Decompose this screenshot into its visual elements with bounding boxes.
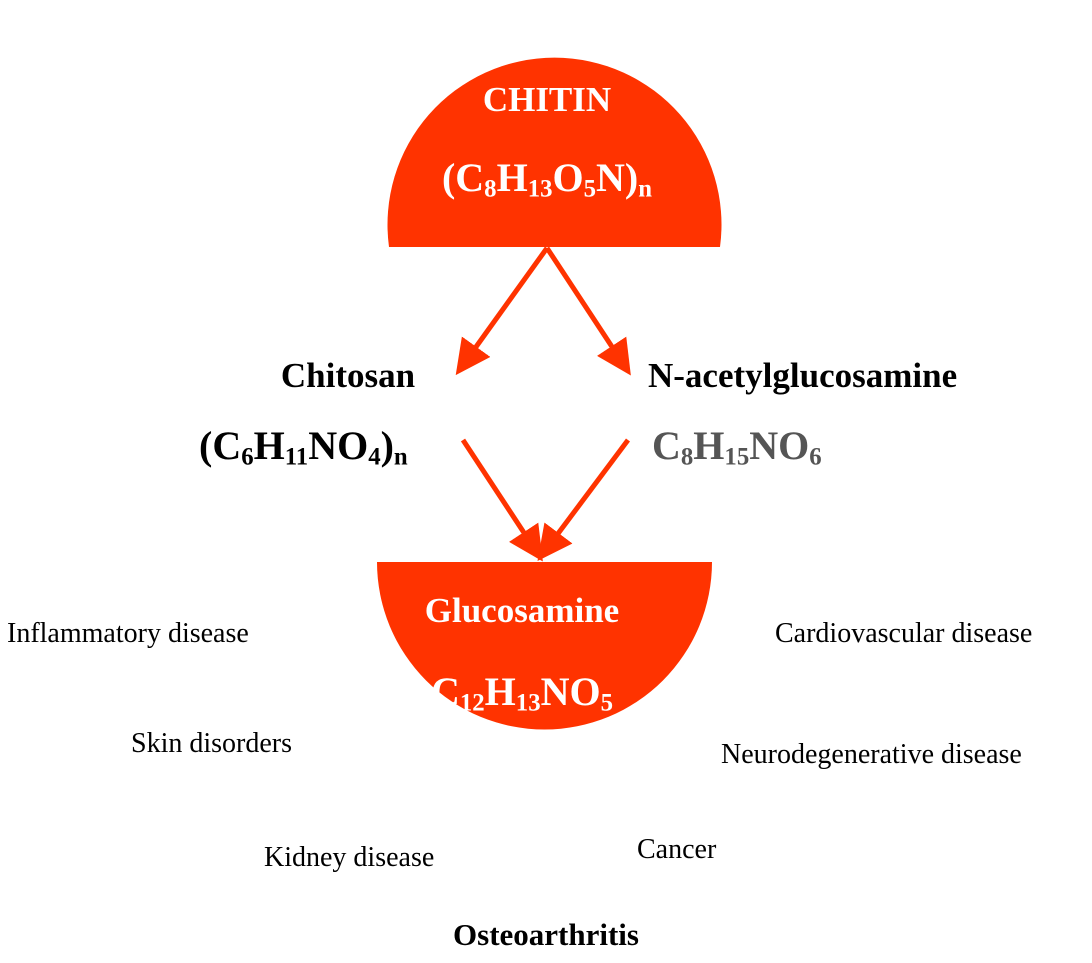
arrow-chitosan-to-glucosamine	[460, 438, 543, 562]
disease-cardiovascular: Cardiovascular disease	[775, 618, 1033, 649]
glucosamine-node-shape	[377, 562, 712, 730]
disease-kidney: Kidney disease	[264, 842, 435, 873]
arrow-chitin-to-nag	[544, 246, 631, 376]
nag-name: N-acetylglucosamine	[648, 356, 958, 395]
chitosan-formula: (C6H11NO4)n	[199, 423, 408, 471]
disease-cancer: Cancer	[637, 834, 717, 865]
arrow-chitin-to-chitosan	[455, 246, 550, 376]
nag-formula: C8H15NO6	[652, 423, 822, 471]
disease-skin: Skin disorders	[131, 728, 292, 759]
disease-inflammatory: Inflammatory disease	[7, 618, 249, 649]
disease-osteoarthritis: Osteoarthritis	[453, 917, 639, 952]
chitin-name: CHITIN	[482, 80, 612, 119]
chitin-node-shape	[387, 57, 722, 247]
disease-neurodegenerative: Neurodegenerative disease	[721, 739, 1022, 770]
arrow-nag-to-glucosamine	[537, 438, 631, 562]
glucosamine-name: Glucosamine	[424, 591, 620, 630]
glucosamine-formula: C12H13NO5	[430, 669, 614, 717]
chitin-formula: (C8H13O5N)n	[441, 155, 653, 203]
chitosan-name: Chitosan	[280, 356, 416, 395]
